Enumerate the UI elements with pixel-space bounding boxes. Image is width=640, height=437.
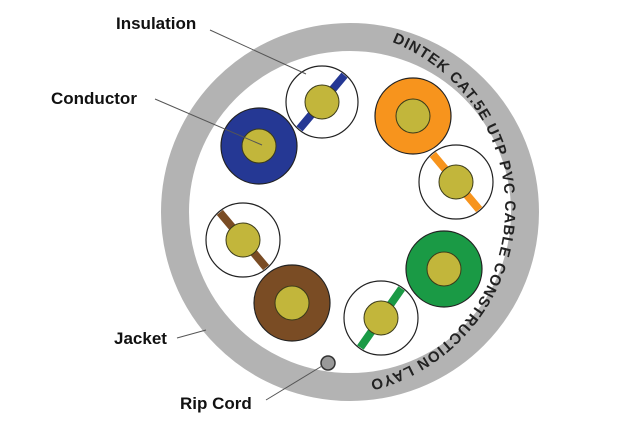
orange-wire-conductor — [395, 98, 431, 134]
conductor-label: Conductor — [51, 89, 137, 108]
green-wire-conductor — [426, 251, 462, 287]
blue-wire — [220, 107, 298, 185]
brown-wire — [253, 264, 331, 342]
rip-cord-leader-line — [265, 365, 323, 401]
brown-white-wire-conductor — [225, 222, 261, 258]
insulation-leader-line — [209, 29, 307, 75]
orange-white-wire-conductor — [438, 164, 474, 200]
twisted-pair-wires — [205, 65, 494, 356]
blue-wire-conductor — [241, 128, 277, 164]
brown-wire-conductor — [274, 285, 310, 321]
green-white-wire-conductor — [363, 300, 399, 336]
orange-white-wire — [418, 144, 494, 220]
blue-white-wire — [285, 65, 359, 139]
green-wire — [405, 230, 483, 308]
green-white-wire — [343, 280, 419, 356]
rip-cord-label: Rip Cord — [180, 394, 252, 413]
jacket-label: Jacket — [114, 329, 167, 348]
jacket-leader-line — [176, 329, 207, 339]
rip-cord — [320, 355, 336, 371]
jacket-ring — [161, 23, 539, 401]
insulation-label: Insulation — [116, 14, 196, 33]
brown-white-wire — [205, 202, 281, 278]
orange-wire — [374, 77, 452, 155]
conductor-leader-line — [154, 98, 263, 146]
blue-white-wire-conductor — [304, 84, 340, 120]
